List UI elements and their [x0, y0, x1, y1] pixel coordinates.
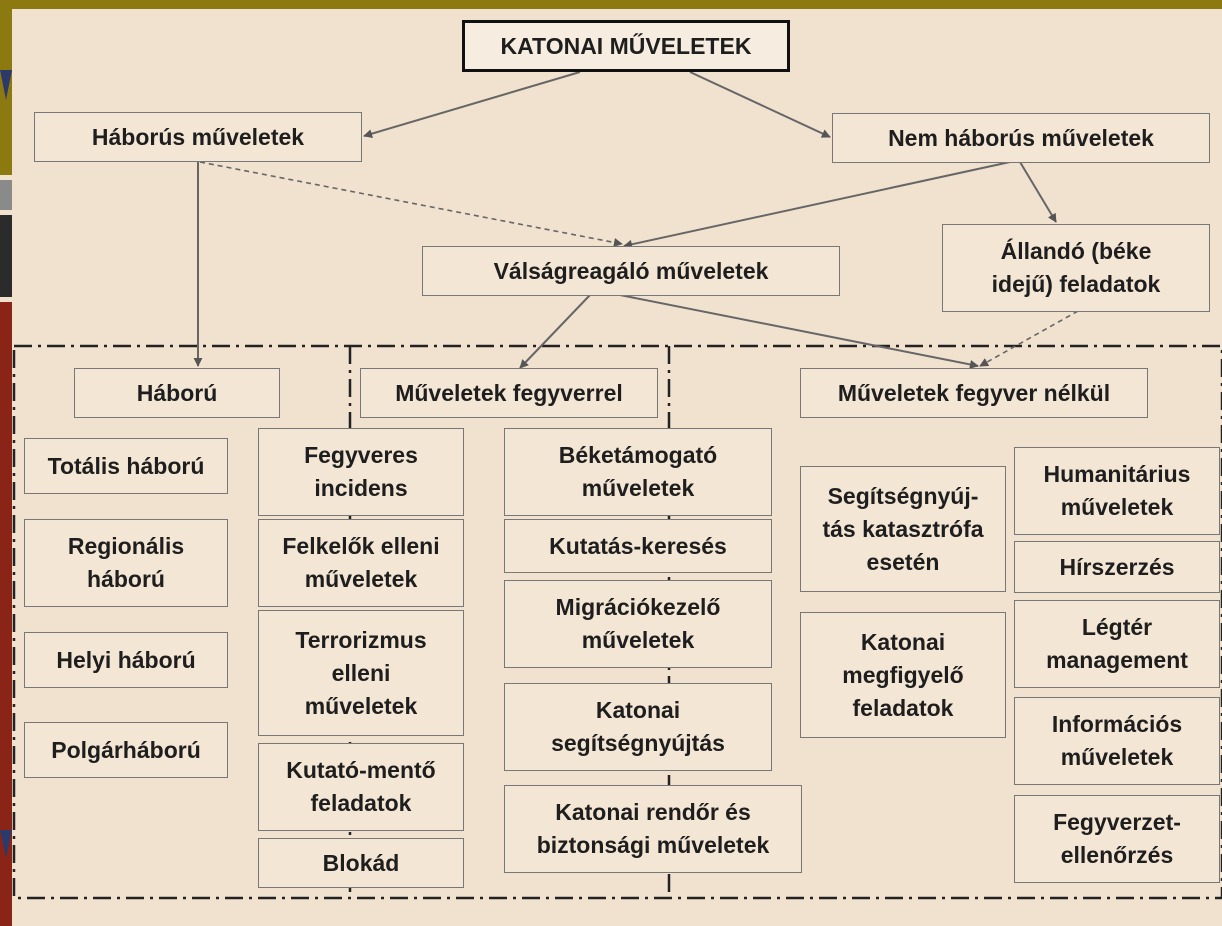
unarmed-right-item: Humanitárius műveletek — [1014, 447, 1220, 535]
armed-right-item: Katonai rendőr és biztonsági műveletek — [504, 785, 802, 873]
war-item: Regionális háború — [24, 519, 228, 607]
war-item: Totális háború — [24, 438, 228, 494]
unarmed-right-item: Légtér management — [1014, 600, 1220, 688]
armed-right-item: Béketámogató műveletek — [504, 428, 772, 516]
arrow-permanent-to-unarmed-dashed — [979, 310, 1079, 367]
crisis-ops-node: Válságreagáló műveletek — [422, 246, 840, 296]
war-item: Helyi háború — [24, 632, 228, 688]
arrow-war-ops-to-crisis-dashed — [199, 161, 623, 247]
armed-right-item: Kutatás-keresés — [504, 519, 772, 573]
frame-gray-strip — [0, 180, 12, 210]
unarmed-right-item: Hírszerzés — [1014, 541, 1220, 593]
permanent-tasks-node: Állandó (béke idejű) feladatok — [942, 224, 1210, 312]
armed-right-item: Katonai segítségnyújtás — [504, 683, 772, 771]
arrow-root-to-war-ops — [363, 71, 581, 139]
unarmed-left-item: Segítségnyúj- tás katasztrófa esetén — [800, 466, 1006, 592]
frame-olive-bar — [0, 0, 1222, 9]
armed-left-item: Fegyveres incidens — [258, 428, 464, 516]
unarmed-left-item: Katonai megfigyelő feladatok — [800, 612, 1006, 738]
nonwar-ops-node: Nem háborús műveletek — [832, 113, 1210, 163]
armed-left-item: Terrorizmus elleni műveletek — [258, 610, 464, 736]
armed-right-item: Migrációkezelő műveletek — [504, 580, 772, 668]
frame-blue-mark-bottom — [0, 830, 12, 858]
armed-left-item: Felkelők elleni műveletek — [258, 519, 464, 607]
arrow-crisis-to-armed — [519, 294, 591, 369]
war-node: Háború — [74, 368, 280, 418]
frame-dark-strip — [0, 215, 12, 297]
arrow-nonwar-to-permanent — [1019, 161, 1057, 223]
unarmed-right-item: Fegyverzet- ellenőrzés — [1014, 795, 1220, 883]
unarmed-ops-node: Műveletek fegyver nélkül — [800, 368, 1148, 418]
war-item: Polgárháború — [24, 722, 228, 778]
arrow-root-to-nonwar-ops — [689, 71, 831, 138]
arrow-crisis-to-unarmed — [619, 294, 979, 369]
unarmed-right-item: Információs műveletek — [1014, 697, 1220, 785]
root-node: KATONAI MŰVELETEK — [462, 20, 790, 72]
frame-red-strip — [0, 302, 12, 926]
armed-left-item: Kutató-mentő feladatok — [258, 743, 464, 831]
war-ops-node: Háborús műveletek — [34, 112, 362, 162]
frame-blue-mark-top — [0, 70, 12, 100]
armed-left-item: Blokád — [258, 838, 464, 888]
frame-olive-side — [0, 0, 12, 175]
armed-ops-node: Műveletek fegyverrel — [360, 368, 658, 418]
